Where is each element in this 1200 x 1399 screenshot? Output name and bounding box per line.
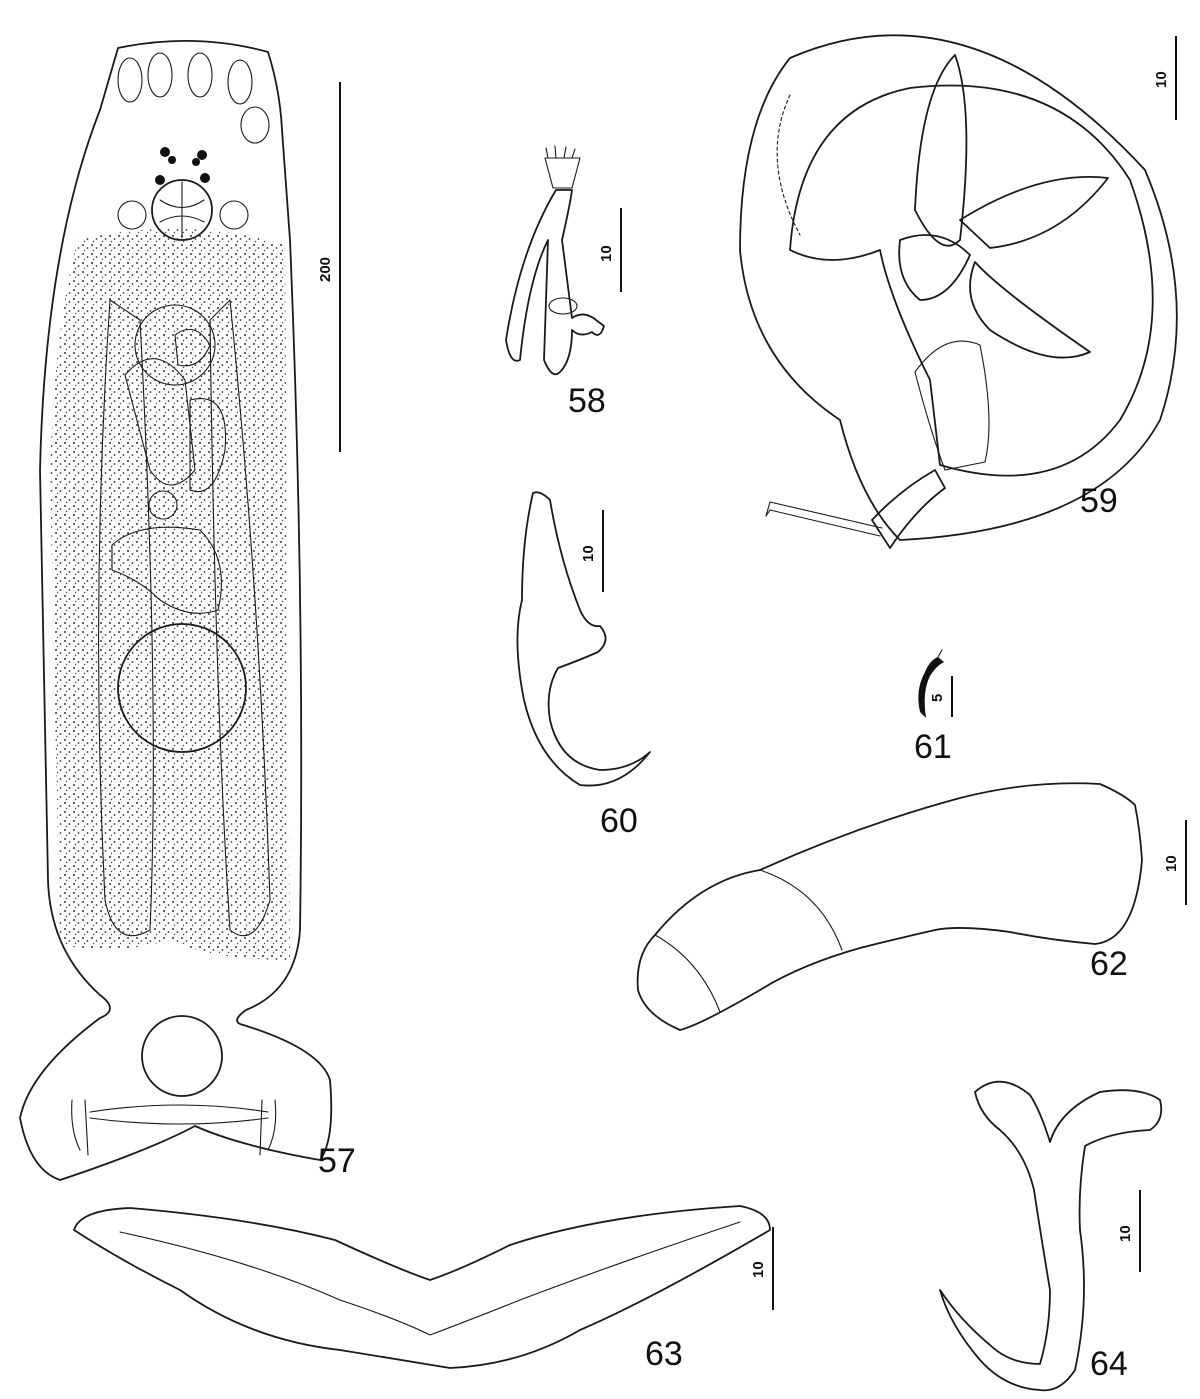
haptor-disc xyxy=(141,1015,223,1097)
figure-64-anchor xyxy=(939,1080,1163,1392)
figure-label-61: 61 xyxy=(914,728,952,766)
scale-label-64: 10 xyxy=(1117,1225,1134,1242)
intestinal-caecum-left xyxy=(98,299,154,937)
intestinal-caecum-right xyxy=(209,299,271,937)
haptor-anchors xyxy=(71,1099,277,1156)
testis xyxy=(117,623,247,753)
figure-label-57: 57 xyxy=(318,1142,356,1180)
scale-label-59: 10 xyxy=(1153,71,1170,88)
figure-label-60: 60 xyxy=(600,802,638,840)
scale-label-58: 10 xyxy=(598,245,615,262)
worm-body-outline xyxy=(19,39,333,1181)
figure-58-vaginal-tube xyxy=(505,145,605,376)
eye-spots xyxy=(155,147,210,185)
figure-59-male-copulatory-organ xyxy=(739,34,1178,549)
figure-label-59: 59 xyxy=(1080,482,1118,520)
male-copulatory-organ xyxy=(134,304,216,386)
scale-label-60: 10 xyxy=(580,545,597,562)
figure-57-whole-worm xyxy=(19,39,333,1181)
scale-label-61: 5 xyxy=(929,694,946,702)
germarium xyxy=(111,526,222,614)
pharynx xyxy=(151,179,213,241)
figure-label-62: 62 xyxy=(1090,945,1128,983)
scale-label-62: 10 xyxy=(1163,855,1180,872)
figure-61-hooklet xyxy=(918,649,944,718)
vitellaria-stipple xyxy=(50,228,290,961)
figure-63-dorsal-bar xyxy=(73,1205,771,1369)
figure-label-63: 63 xyxy=(645,1335,683,1373)
scale-label-63: 10 xyxy=(750,1261,767,1278)
head-lappets xyxy=(117,52,270,144)
figure-label-64: 64 xyxy=(1090,1345,1128,1383)
scale-label-57: 200 xyxy=(317,257,334,282)
figure-60-hook xyxy=(516,491,651,787)
figure-label-58: 58 xyxy=(568,382,606,420)
figure-62-ventral-bar xyxy=(636,782,1143,1031)
